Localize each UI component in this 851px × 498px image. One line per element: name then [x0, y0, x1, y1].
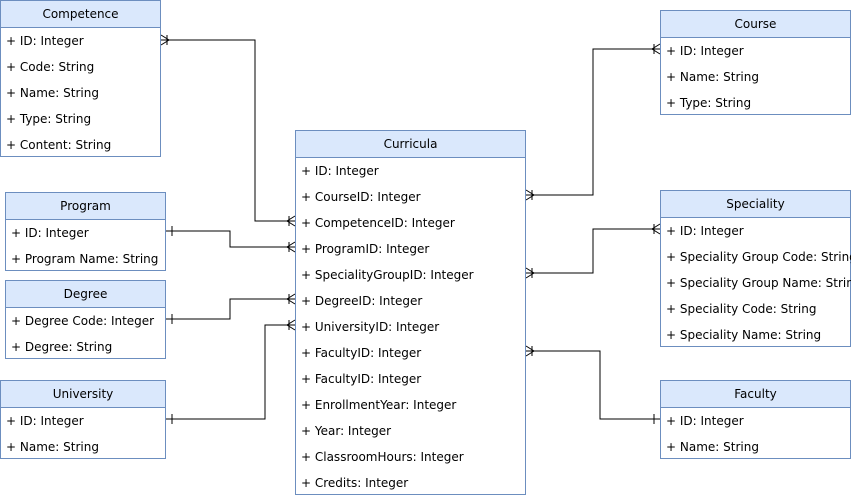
course-curricula-edge: [526, 48, 660, 196]
curricula-field-speciality-group-id[interactable]: + SpecialityGroupID: Integer: [301, 268, 474, 282]
faculty-title: Faculty: [661, 381, 850, 408]
degree-field-degree-code[interactable]: + Degree Code: Integer: [11, 314, 155, 328]
curricula-field-faculty-id[interactable]: + FacultyID: Integer: [301, 346, 422, 360]
curricula-competence-many-marker: [286, 215, 296, 227]
program-curricula-edge: [166, 230, 295, 248]
speciality-field-id[interactable]: + ID: Integer: [666, 224, 744, 238]
competence-title: Competence: [1, 1, 160, 28]
faculty-field-id[interactable]: + ID: Integer: [666, 414, 744, 428]
curricula-field-program-id[interactable]: + ProgramID: Integer: [301, 242, 430, 256]
university-field-name[interactable]: + Name: String: [6, 440, 99, 454]
course-entity[interactable]: Course + ID: Integer + Name: String + Ty…: [660, 10, 851, 115]
curricula-university-many-marker: [286, 319, 296, 331]
competence-many-marker: [160, 34, 170, 46]
curricula-degree-many-marker: [286, 293, 296, 305]
competence-field-code[interactable]: + Code: String: [6, 60, 95, 74]
course-many-marker: [651, 43, 661, 55]
speciality-field-group-name[interactable]: + Speciality Group Name: String: [666, 276, 851, 290]
program-field-program-name[interactable]: + Program Name: String: [11, 252, 159, 266]
curricula-field-competence-id[interactable]: + CompetenceID: Integer: [301, 216, 455, 230]
speciality-field-group-code[interactable]: + Speciality Group Code: String: [666, 250, 851, 264]
program-entity[interactable]: Program + ID: Integer + Program Name: St…: [5, 192, 166, 271]
curricula-entity[interactable]: Curricula + ID: Integer + CourseID: Inte…: [295, 130, 526, 495]
curricula-field-classroom-hours[interactable]: + ClassroomHours: Integer: [301, 450, 464, 464]
curricula-field-course-id[interactable]: + CourseID: Integer: [301, 190, 421, 204]
curricula-field-year[interactable]: + Year: Integer: [301, 424, 392, 438]
curricula-field-degree-id[interactable]: + DegreeID: Integer: [301, 294, 423, 308]
speciality-entity[interactable]: Speciality + ID: Integer + Speciality Gr…: [660, 190, 851, 347]
university-curricula-edge: [166, 324, 295, 420]
curricula-field-faculty-id-2[interactable]: + FacultyID: Integer: [301, 372, 422, 386]
curricula-program-many-marker: [286, 241, 296, 253]
speciality-curricula-edge: [526, 228, 660, 274]
course-field-name[interactable]: + Name: String: [666, 70, 759, 84]
degree-curricula-edge: [166, 298, 295, 320]
speciality-many-marker: [651, 223, 661, 235]
degree-entity[interactable]: Degree + Degree Code: Integer + Degree: …: [5, 280, 166, 359]
competence-field-id[interactable]: + ID: Integer: [6, 34, 84, 48]
program-title: Program: [6, 193, 165, 220]
speciality-field-code[interactable]: + Speciality Code: String: [666, 302, 817, 316]
faculty-field-name[interactable]: + Name: String: [666, 440, 759, 454]
competence-curricula-edge: [161, 39, 295, 222]
competence-field-name[interactable]: + Name: String: [6, 86, 99, 100]
curricula-title: Curricula: [296, 131, 525, 158]
degree-field-degree[interactable]: + Degree: String: [11, 340, 113, 354]
competence-field-type[interactable]: + Type: String: [6, 112, 92, 126]
speciality-field-name[interactable]: + Speciality Name: String: [666, 328, 822, 342]
curricula-field-id[interactable]: + ID: Integer: [301, 164, 379, 178]
program-field-id[interactable]: + ID: Integer: [11, 226, 89, 240]
course-field-id[interactable]: + ID: Integer: [666, 44, 744, 58]
university-title: University: [1, 381, 165, 408]
faculty-curricula-edge: [526, 350, 660, 420]
faculty-entity[interactable]: Faculty + ID: Integer + Name: String: [660, 380, 851, 459]
competence-field-content[interactable]: + Content: String: [6, 138, 112, 152]
curricula-field-university-id[interactable]: + UniversityID: Integer: [301, 320, 440, 334]
university-field-id[interactable]: + ID: Integer: [6, 414, 84, 428]
curricula-faculty-many-marker: [525, 345, 535, 357]
curricula-course-many-marker: [525, 189, 535, 201]
degree-title: Degree: [6, 281, 165, 308]
course-field-type[interactable]: + Type: String: [666, 96, 752, 110]
curricula-speciality-many-marker: [525, 267, 535, 279]
competence-entity[interactable]: Competence + ID: Integer + Code: String …: [0, 0, 161, 157]
university-entity[interactable]: University + ID: Integer + Name: String: [0, 380, 166, 459]
speciality-title: Speciality: [661, 191, 850, 218]
course-title: Course: [661, 11, 850, 38]
curricula-field-credits[interactable]: + Credits: Integer: [301, 476, 409, 490]
curricula-field-enrollment-year[interactable]: + EnrollmentYear: Integer: [301, 398, 457, 412]
